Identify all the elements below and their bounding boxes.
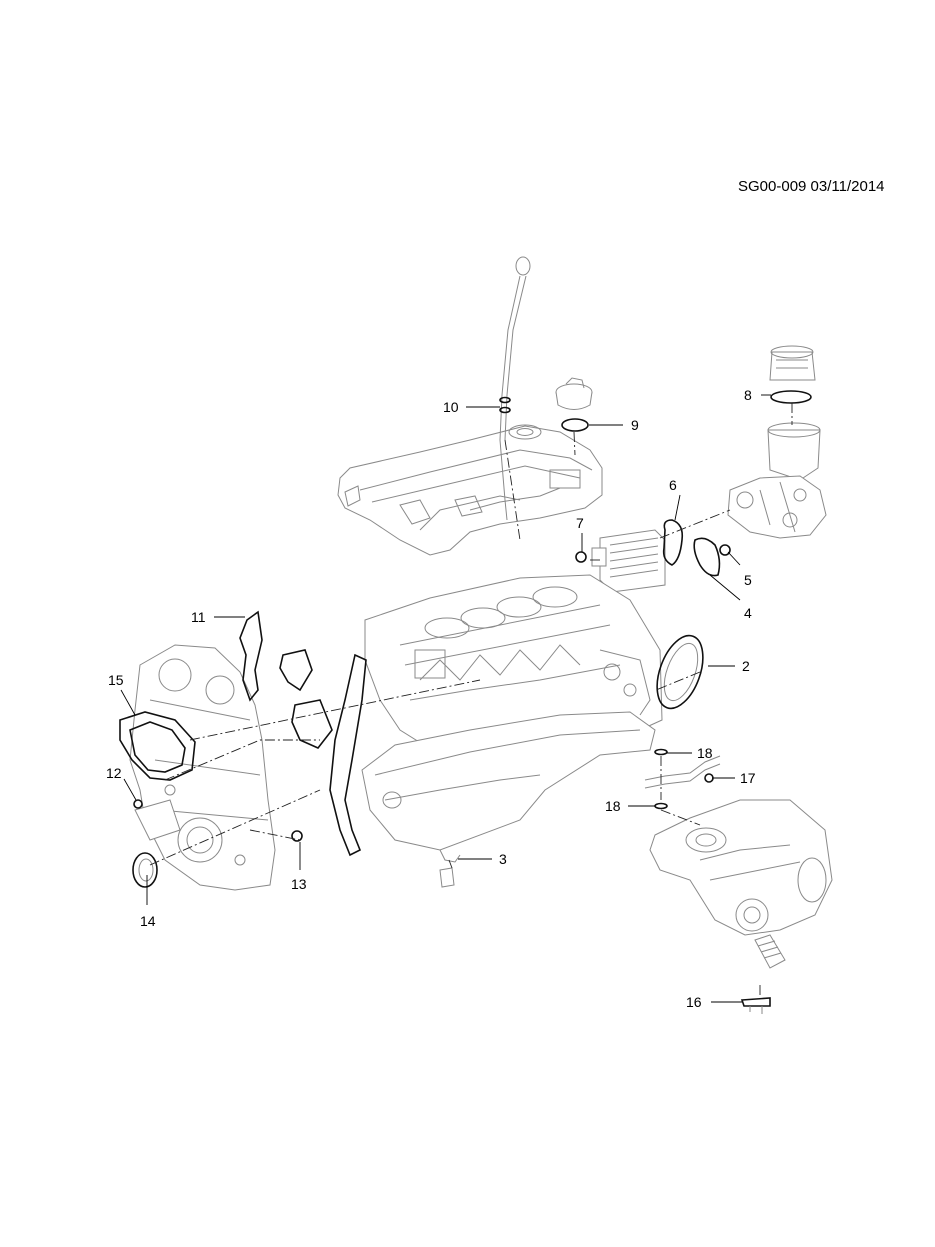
oil-pan-drawing — [361, 711, 656, 888]
callout-9: 9 — [631, 417, 639, 433]
callout-7: 7 — [576, 515, 584, 531]
callout-labels: 2 3 4 5 6 7 8 9 10 11 12 13 14 15 16 17 … — [106, 387, 756, 1010]
leader-lines — [120, 394, 771, 1003]
callout-10: 10 — [443, 399, 459, 415]
callout-14: 14 — [140, 913, 156, 929]
callout-17: 17 — [740, 770, 756, 786]
callout-4: 4 — [744, 605, 752, 621]
callout-8: 8 — [744, 387, 752, 403]
valve-cover-drawing — [337, 424, 603, 556]
turbo-small-parts — [654, 748, 771, 1014]
callout-5: 5 — [744, 572, 752, 588]
callout-6: 6 — [669, 477, 677, 493]
oil-filler-cap-drawing — [555, 377, 593, 410]
turbocharger-drawing — [644, 755, 833, 969]
callout-18-upper: 18 — [697, 745, 713, 761]
callout-15: 15 — [108, 672, 124, 688]
dipstick-drawing — [499, 256, 531, 521]
oil-filter-housing-drawing — [727, 345, 827, 539]
callout-12: 12 — [106, 765, 122, 781]
callout-13: 13 — [291, 876, 307, 892]
timing-gaskets-drawing — [119, 610, 367, 888]
timing-cover-drawing — [129, 644, 276, 891]
rear-crank-seal-drawing — [656, 634, 704, 710]
diagram-reference-code: SG00-009 03/11/2014 — [738, 178, 885, 195]
oil-cooler-drawing — [591, 529, 666, 593]
callout-18-lower: 18 — [605, 798, 621, 814]
alignment-lines — [149, 403, 793, 998]
oil-cooler-gaskets — [499, 390, 812, 577]
callout-2: 2 — [742, 658, 750, 674]
callout-16: 16 — [686, 994, 702, 1010]
callout-3: 3 — [499, 851, 507, 867]
callout-11: 11 — [191, 609, 206, 625]
